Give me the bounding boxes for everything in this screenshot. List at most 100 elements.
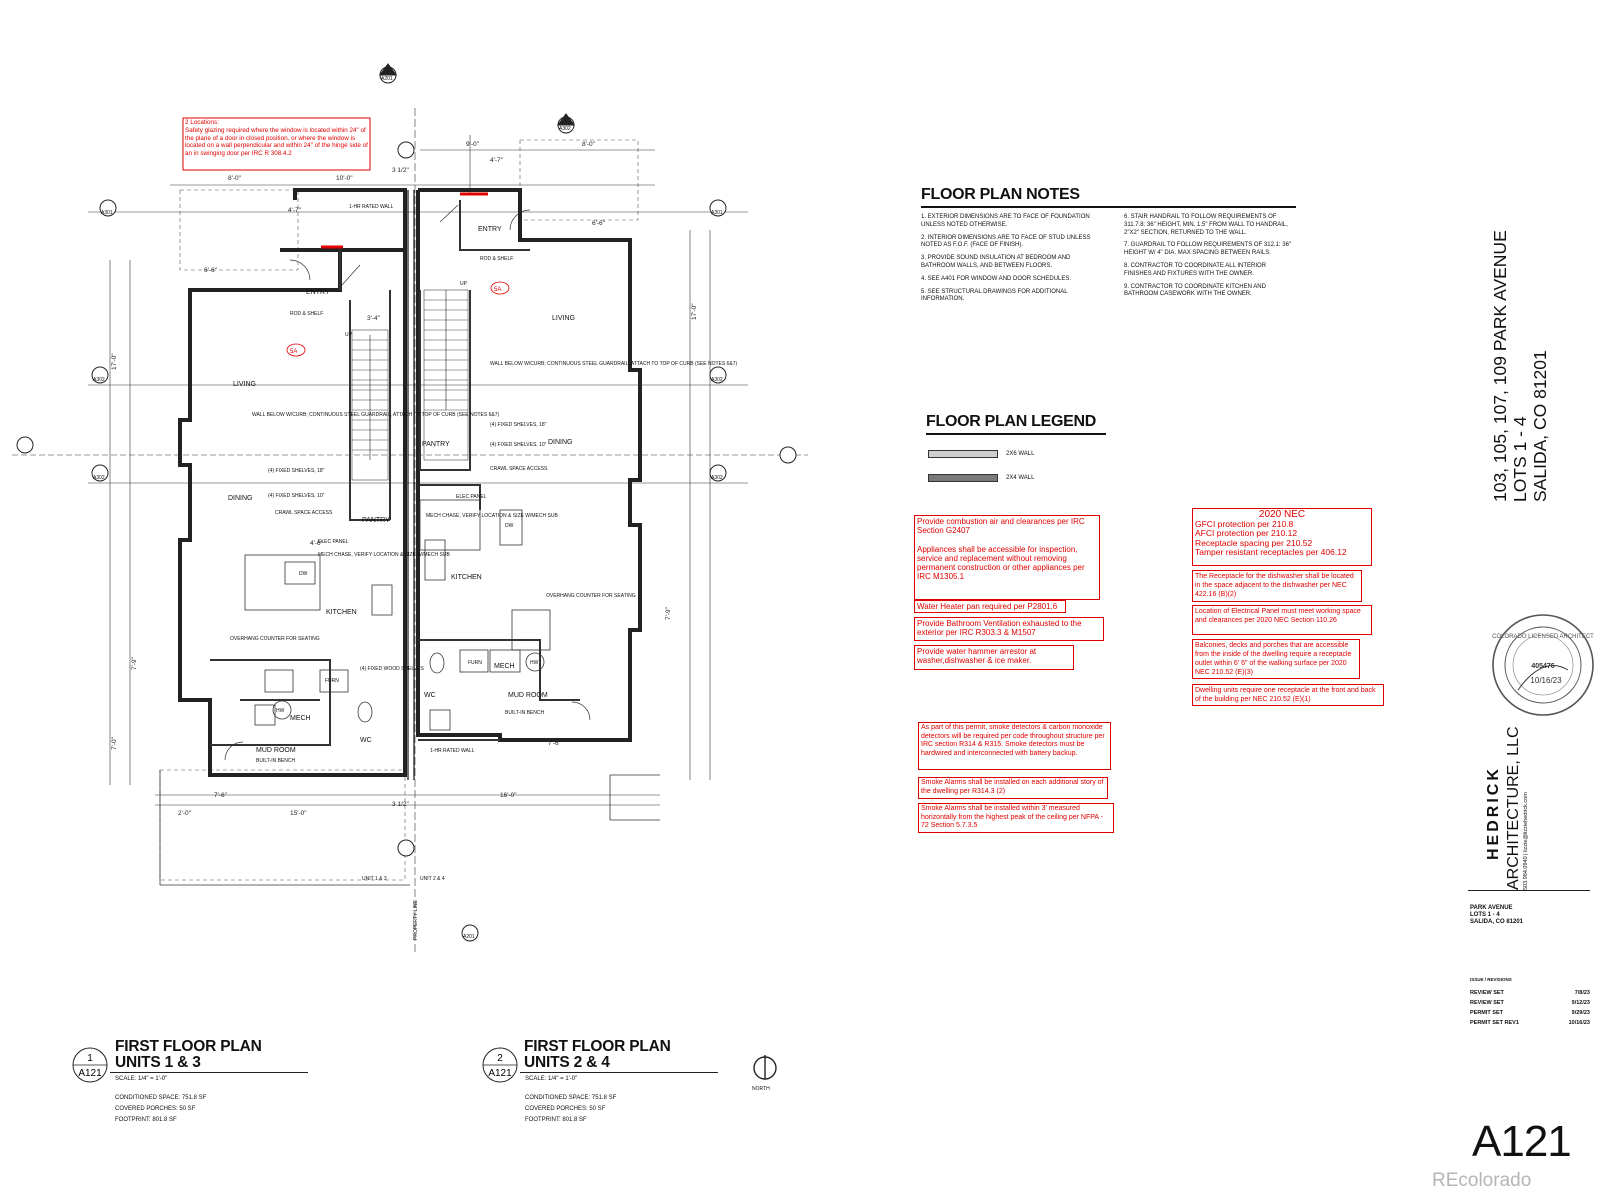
- issue-row: REVIEW SET 7/8/23: [1470, 990, 1590, 996]
- section-tag-a301-mid-right: A302: [711, 377, 723, 383]
- stair-arrows: [369, 290, 447, 460]
- drawing-2-sheet: A121: [488, 1068, 512, 1079]
- note-3: 3. PROVIDE SOUND INSULATION AT BEDROOM A…: [921, 255, 1071, 269]
- one-hr-wall-bottom: 1-HR RATED WALL: [430, 748, 475, 754]
- notes-title-rule: [921, 206, 1296, 208]
- note-7: 7. GUARDRAIL TO FOLLOW REQUIREMENTS OF 3…: [1124, 242, 1292, 257]
- floor-plan-drawing: ENTRY LIVING DINING KITCHEN PANTRY MUD R…: [12, 63, 808, 955]
- title-block-divider: [1468, 890, 1590, 891]
- legend-2x4-label: 2X4 WALL: [1006, 475, 1035, 481]
- legend-title: FLOOR PLAN LEGEND: [926, 413, 1097, 430]
- stamp-text: COLORADO LICENSED ARCHITECT: [1492, 634, 1594, 640]
- doors: [224, 204, 591, 761]
- recolorado-watermark: REcolorado: [1432, 1170, 1532, 1191]
- stairs: [351, 289, 469, 481]
- dim-16-0: 16'-0": [500, 792, 517, 799]
- legend-2x6-label: 2X6 WALL: [1006, 451, 1035, 457]
- firm-subtitle: ARCHITECTURE, LLC: [1505, 726, 1522, 890]
- note-4: 4. SEE A401 FOR WINDOW AND DOOR SCHEDULE…: [921, 275, 1072, 282]
- hw-13: HW: [276, 708, 285, 714]
- dim-10-0: 10'-0": [336, 175, 353, 182]
- up-13: UP: [345, 332, 353, 338]
- red-note-bath-vent: Provide Bathroom Ventilation exhausted t…: [914, 617, 1104, 641]
- fixed-shelves-18-24: (4) FIXED SHELVES, 18": [490, 422, 547, 428]
- notes-right-column: 6. STAIR HANDRAIL TO FOLLOW REQUIREMENTS…: [1124, 214, 1294, 299]
- red-note-combustion: Provide combustion air and clearances pe…: [914, 515, 1100, 600]
- red-note-balconies: Balconies, decks and porches that are ac…: [1192, 639, 1360, 679]
- drawing-1-footprint: FOOTPRINT: 801.8 SF: [115, 1117, 177, 1123]
- red-note-dishwasher: The Receptacle for the dishwasher shall …: [1192, 570, 1362, 602]
- project-lots: LOTS 1 - 4: [1510, 416, 1530, 502]
- red-note-smoke-permit: As part of this permit, smoke detectors …: [918, 722, 1111, 770]
- room-dining-13: DINING: [228, 495, 253, 502]
- issue-label: REVIEW SET: [1470, 1000, 1504, 1006]
- rod-shelf-13: ROD & SHELF: [290, 311, 323, 317]
- dim-4-6: 4'-6": [310, 540, 324, 547]
- room-kitchen-24: KITCHEN: [451, 574, 482, 581]
- red-note-smoke-peak: Smoke Alarms shall be installed within 3…: [918, 803, 1114, 833]
- mech-chase-24: MECH CHASE, VERIFY LOCATION & SIZE W/MEC…: [426, 513, 558, 519]
- hw-24: HW: [530, 660, 539, 666]
- project-city: SALIDA, CO 81201: [1530, 350, 1550, 502]
- red-note-dwelling-units: Dwelling units require one receptacle at…: [1192, 684, 1384, 706]
- drawing-1-conditioned: CONDITIONED SPACE: 751.8 SF: [115, 1095, 207, 1101]
- dim-3-5-top: 3 1/2": [392, 167, 409, 174]
- red-note-water-hammer: Provide water hammer arrestor at washer,…: [914, 645, 1074, 670]
- room-living-24: LIVING: [552, 315, 575, 322]
- dw-24: DW: [505, 523, 514, 529]
- issue-label: REVIEW SET: [1470, 990, 1504, 996]
- safety-glazing-callout-box: [182, 117, 371, 171]
- legend-title-rule: [926, 433, 1106, 435]
- issue-date: 9/12/23: [1571, 1000, 1590, 1006]
- section-tag-a302-top: A302: [559, 126, 571, 132]
- issue-header: ISSUE / REVISIONS: [1470, 977, 1512, 982]
- interior-walls: [210, 200, 580, 746]
- drawing-1-scale: SCALE: 1/4" = 1'-0": [115, 1076, 168, 1082]
- dw-13: DW: [299, 571, 308, 577]
- wall-below-24: WALL BELOW W/CURB; CONTINUOUS STEEL GUAR…: [490, 361, 738, 367]
- one-hr-wall-top: 1-HR RATED WALL: [349, 204, 394, 210]
- note-5: 5. SEE STRUCTURAL DRAWINGS FOR ADDITIONA…: [921, 288, 1068, 303]
- drawing-1-number: 1: [87, 1053, 93, 1064]
- section-tag-labels: A301 A301 A302 A302 A302 A302 A201 A201 …: [93, 76, 723, 940]
- room-mudroom-24: MUD ROOM: [508, 692, 548, 699]
- note-8: 8. CONTRACTOR TO COORDINATE ALL INTERIOR…: [1124, 262, 1267, 277]
- issue-label: PERMIT SET REV1: [1470, 1020, 1519, 1026]
- dim-17-0-left: 17'-0": [111, 353, 118, 370]
- drawing-2-title: FIRST FLOOR PLAN: [524, 1038, 671, 1055]
- section-tag-a201-bottom: A201: [463, 934, 475, 940]
- red-note-nec-box: 2020 NEC GFCI protection per 210.8 AFCI …: [1192, 508, 1372, 566]
- drawing-2-scale: SCALE: 1/4" = 1'-0": [525, 1076, 578, 1082]
- drawing-2-conditioned: CONDITIONED SPACE: 751.8 SF: [525, 1095, 617, 1101]
- note-2: 2. INTERIOR DIMENSIONS ARE TO FACE OF ST…: [921, 234, 1091, 249]
- dim-6-6-b: 6'-6": [592, 220, 606, 227]
- crawl-space-24: CRAWL SPACE ACCESS: [490, 466, 548, 472]
- tag-5a-24: 5A: [494, 287, 501, 293]
- sheet-number: A121: [1472, 1117, 1572, 1166]
- issue-date: 7/8/23: [1574, 990, 1590, 996]
- note-6: 6. STAIR HANDRAIL TO FOLLOW REQUIREMENTS…: [1124, 214, 1288, 236]
- room-mudroom-13: MUD ROOM: [256, 747, 296, 754]
- notes-left-column: 1. EXTERIOR DIMENSIONS ARE TO FACE OF FO…: [921, 214, 1091, 304]
- red-note-water-heater: Water Heater pan required per P2801.6: [914, 600, 1066, 613]
- dim-7-0: 7'-0": [111, 736, 118, 750]
- drawing-1-subtitle: UNITS 1 & 3: [115, 1054, 201, 1071]
- architect-stamp-seal: COLORADO LICENSED ARCHITECT 405476 10/16…: [1492, 614, 1594, 716]
- mech-chase-13: MECH CHASE, VERIFY LOCATION & SIZE W/MEC…: [318, 552, 450, 558]
- unit13-label: UNIT 1 & 3: [362, 876, 387, 882]
- safety-glazing-callout: 2 Locations: Safety glazing required whe…: [185, 119, 368, 158]
- wood-shelves-13: (4) FIXED WOOD SHELVES: [360, 666, 424, 672]
- drawing-1-sheet: A121: [78, 1068, 102, 1079]
- room-mech-13: MECH: [290, 715, 311, 722]
- drawing-2-rule: [520, 1072, 718, 1073]
- section-markers: [16, 63, 797, 942]
- drawing-1-areas: CONDITIONED SPACE: 751.8 SF COVERED PORC…: [115, 1093, 206, 1126]
- project-address: 103, 105, 107, 109 PARK AVENUE: [1490, 230, 1510, 502]
- section-tag-a301-right: A301: [711, 210, 723, 216]
- issue-row: PERMIT SET REV1 10/16/23: [1470, 1020, 1590, 1026]
- dim-17-0-right: 17'-0": [691, 303, 698, 320]
- red-note-elec-panel: Location of Electrical Panel must meet w…: [1192, 605, 1372, 635]
- elec-panel-13: ELEC PANEL: [318, 539, 349, 545]
- room-wc-13: WC: [360, 737, 372, 744]
- dim-3-4: 3'-4": [367, 315, 381, 322]
